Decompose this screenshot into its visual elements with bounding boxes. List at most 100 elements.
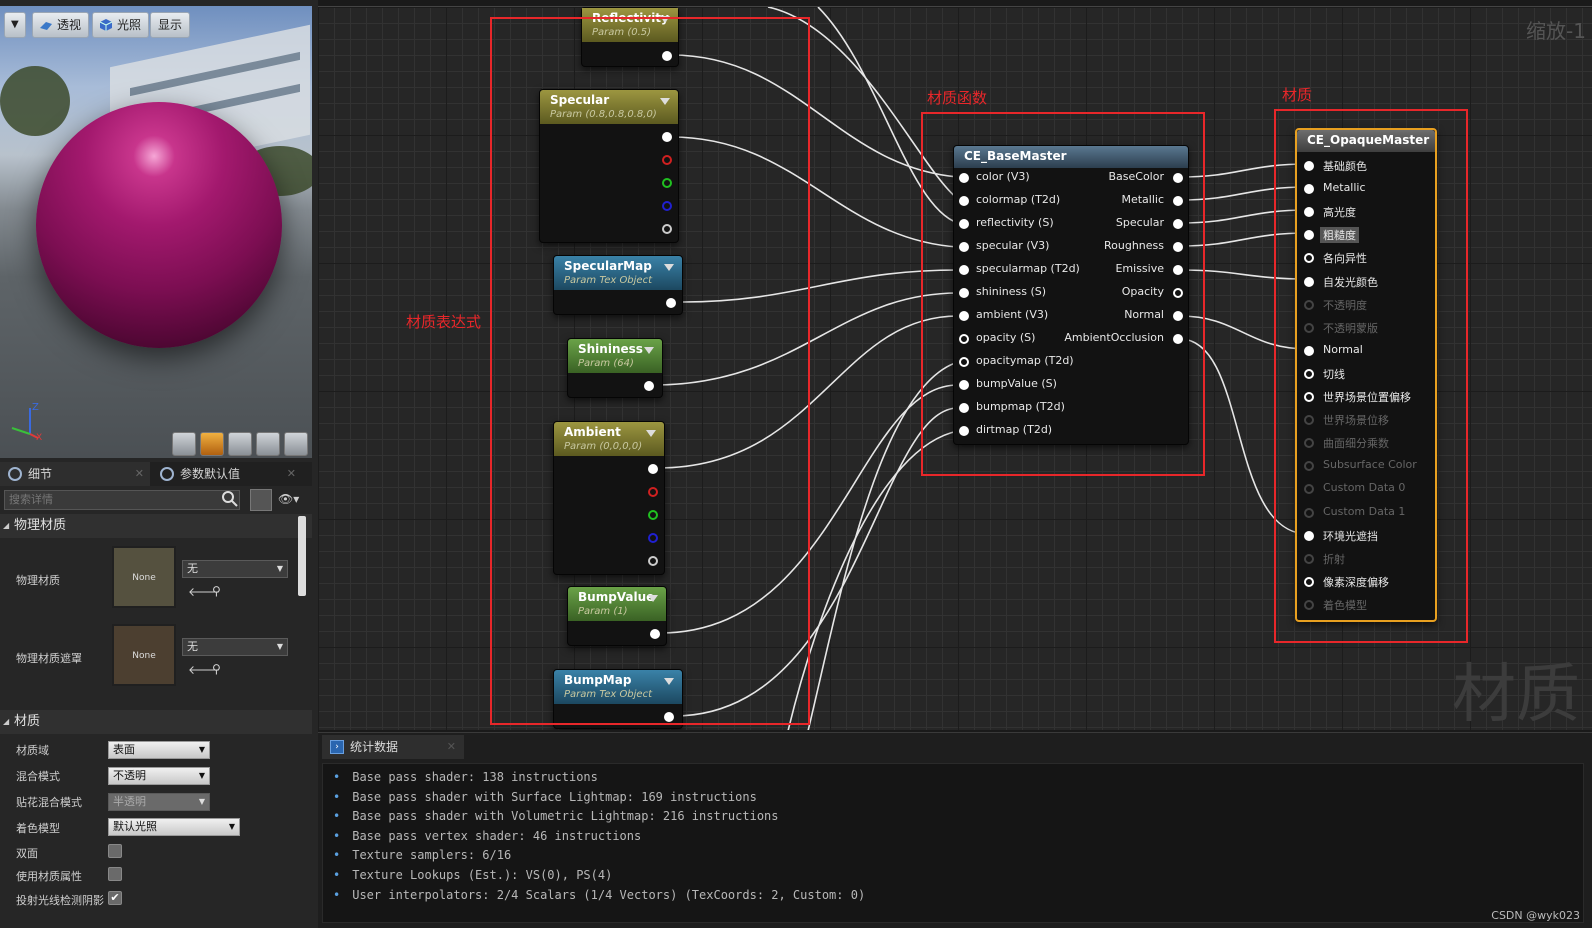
shading-model-dropdown[interactable]: 默认光照	[108, 818, 240, 836]
input-pin[interactable]	[1304, 230, 1314, 241]
output-pin-g[interactable]	[662, 178, 672, 188]
input-pin[interactable]	[1304, 207, 1314, 218]
tab-stats[interactable]: › 统计数据 ✕	[322, 735, 464, 759]
scrollbar-thumb[interactable]	[298, 516, 306, 596]
input-pin[interactable]	[959, 311, 969, 321]
chevron-down-icon[interactable]	[660, 98, 670, 105]
show-button[interactable]: 显示	[150, 12, 191, 38]
section-physical-material[interactable]: 物理材质	[0, 514, 312, 538]
output-pin-r[interactable]	[662, 155, 672, 165]
material-domain-dropdown[interactable]: 表面	[108, 741, 210, 759]
arrow-left-icon[interactable]: 🡐	[188, 663, 221, 677]
search-icon[interactable]: ⚲	[212, 662, 221, 676]
search-icon[interactable]	[222, 491, 238, 507]
output-pin[interactable]	[662, 132, 672, 142]
physical-material-dropdown[interactable]: 无	[182, 560, 288, 578]
viewport-menu-button[interactable]: ▼	[4, 12, 26, 38]
input-pin[interactable]	[1304, 392, 1314, 402]
input-pin[interactable]	[1304, 484, 1314, 495]
lighting-button[interactable]: 光照	[92, 12, 150, 38]
node-ce-basemaster[interactable]: CE_BaseMaster color (V3)colormap (T2d)re…	[953, 145, 1189, 445]
physical-material-thumbnail[interactable]: None	[112, 546, 176, 608]
physical-mask-dropdown[interactable]: 无	[182, 638, 288, 656]
input-pin[interactable]	[1304, 599, 1314, 610]
output-pin-b[interactable]	[648, 533, 658, 543]
use-material-attributes-checkbox[interactable]	[108, 867, 122, 881]
chevron-down-icon[interactable]	[664, 678, 674, 685]
output-pin-b[interactable]	[662, 201, 672, 211]
chevron-down-icon[interactable]	[644, 347, 654, 354]
decal-blend-mode-dropdown[interactable]: 半透明	[108, 793, 210, 811]
tab-param-defaults[interactable]: 参数默认值 ✕	[152, 462, 302, 486]
arrow-left-icon[interactable]: 🡐	[188, 585, 221, 599]
chevron-down-icon[interactable]	[664, 264, 674, 271]
input-pin[interactable]	[1304, 276, 1314, 287]
output-pin[interactable]	[1173, 219, 1183, 229]
grid-view-icon[interactable]	[250, 489, 272, 511]
input-pin[interactable]	[1304, 368, 1314, 379]
output-pin[interactable]	[650, 629, 660, 639]
preview-sphere-button[interactable]	[200, 432, 224, 456]
input-pin[interactable]	[1304, 345, 1314, 356]
output-pin-a[interactable]	[648, 556, 658, 566]
eye-icon[interactable]: 👁▾	[278, 492, 300, 506]
output-pin[interactable]	[1173, 288, 1183, 298]
input-pin[interactable]	[1304, 161, 1314, 171]
output-pin[interactable]	[648, 464, 658, 474]
input-pin[interactable]	[959, 426, 969, 436]
physical-mask-thumbnail[interactable]: None	[112, 624, 176, 686]
input-pin[interactable]	[959, 219, 969, 229]
input-pin[interactable]	[959, 242, 969, 252]
input-pin[interactable]	[1304, 461, 1314, 472]
close-icon[interactable]: ✕	[286, 467, 296, 480]
input-pin[interactable]	[959, 334, 969, 344]
input-pin[interactable]	[1304, 553, 1314, 564]
preview-viewport[interactable]: ▼ 透视 光照 显示 Z X	[0, 6, 312, 458]
input-pin[interactable]	[959, 265, 969, 275]
preview-cube-button[interactable]	[256, 432, 280, 456]
output-pin[interactable]	[662, 51, 672, 61]
input-pin[interactable]	[959, 380, 969, 390]
tab-details[interactable]: 细节 ✕	[0, 462, 150, 486]
chevron-down-icon[interactable]	[648, 595, 658, 602]
output-pin[interactable]	[1173, 265, 1183, 275]
section-material[interactable]: 材质	[0, 710, 312, 734]
input-pin[interactable]	[1304, 184, 1314, 195]
output-pin[interactable]	[1173, 173, 1183, 183]
input-pin[interactable]	[1304, 507, 1314, 518]
input-pin[interactable]	[959, 173, 969, 183]
input-pin[interactable]	[959, 288, 969, 298]
perspective-button[interactable]: 透视	[32, 12, 90, 38]
blend-mode-dropdown[interactable]: 不透明	[108, 767, 210, 785]
output-pin[interactable]	[644, 381, 654, 391]
chevron-down-icon[interactable]	[660, 16, 670, 23]
preview-custom-mesh-button[interactable]	[284, 432, 308, 456]
input-pin[interactable]	[959, 403, 969, 413]
output-pin[interactable]	[666, 298, 676, 308]
input-pin[interactable]	[1304, 415, 1314, 426]
chevron-down-icon[interactable]	[646, 430, 656, 437]
output-pin[interactable]	[1173, 311, 1183, 321]
input-pin[interactable]	[959, 196, 969, 206]
output-pin-a[interactable]	[662, 224, 672, 234]
output-pin[interactable]	[664, 712, 674, 722]
close-icon[interactable]: ✕	[446, 740, 456, 753]
cast-raytraced-shadows-checkbox[interactable]: ✔	[108, 891, 122, 905]
input-pin[interactable]	[959, 357, 969, 367]
preview-cylinder-button[interactable]	[172, 432, 196, 456]
input-pin[interactable]	[1304, 253, 1314, 264]
output-pin-r[interactable]	[648, 487, 658, 497]
output-pin[interactable]	[1173, 242, 1183, 252]
input-pin[interactable]	[1304, 299, 1314, 310]
input-pin[interactable]	[1304, 322, 1314, 333]
output-pin[interactable]	[1173, 334, 1183, 344]
two-sided-checkbox[interactable]	[108, 844, 122, 858]
